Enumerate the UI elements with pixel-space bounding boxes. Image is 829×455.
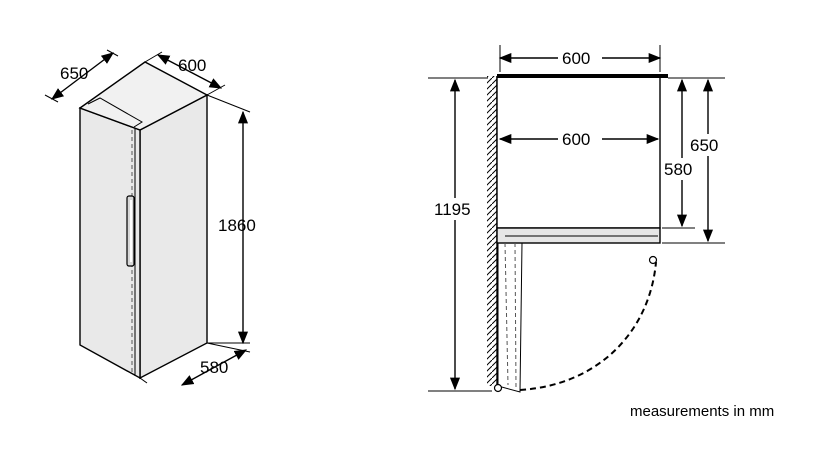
door-open-panel [497, 242, 523, 393]
label-bg-600-inner [558, 128, 602, 150]
side-panel [139, 93, 208, 380]
dim-line-600-iso [156, 54, 223, 89]
ext-line-600-b [206, 84, 226, 96]
label-height-1860: 1860 [218, 216, 256, 235]
top-hinge-detail [87, 97, 143, 128]
door-open-inner [504, 242, 509, 386]
dim-line-650 [50, 52, 115, 100]
units-note: measurements in mm [630, 403, 774, 420]
ext-line-1860-a [206, 94, 251, 113]
label-depth-650: 650 [60, 64, 88, 83]
ext-line-580-a [139, 377, 148, 384]
ext-line-600-a [144, 51, 163, 63]
dim-line-580-iso [180, 349, 248, 386]
label-depth-650-top: 650 [690, 136, 718, 155]
label-width-600: 600 [178, 56, 206, 75]
door-swing-arc [519, 261, 657, 391]
top-view: 600 600 1195 650 580 [428, 45, 728, 393]
label-depth-1195: 1195 [434, 200, 471, 219]
door-open-inner-2 [514, 242, 517, 389]
label-inner-width-600: 600 [562, 130, 590, 149]
label-bg-650 [688, 134, 728, 156]
label-bg-1195 [432, 198, 476, 220]
handle-highlight [130, 200, 132, 262]
hinge-pivot [648, 255, 658, 265]
open-door-hinge [493, 383, 503, 393]
label-depth-580-top: 580 [664, 160, 692, 179]
cabinet-outline [496, 76, 661, 229]
isometric-view: 650 600 1860 580 [44, 49, 256, 386]
label-outer-width-600: 600 [562, 49, 590, 68]
label-depth-580-iso: 580 [200, 358, 228, 377]
label-bg-580 [662, 158, 700, 180]
label-bg-600-outer [558, 47, 602, 67]
wall-hatch [487, 76, 497, 386]
